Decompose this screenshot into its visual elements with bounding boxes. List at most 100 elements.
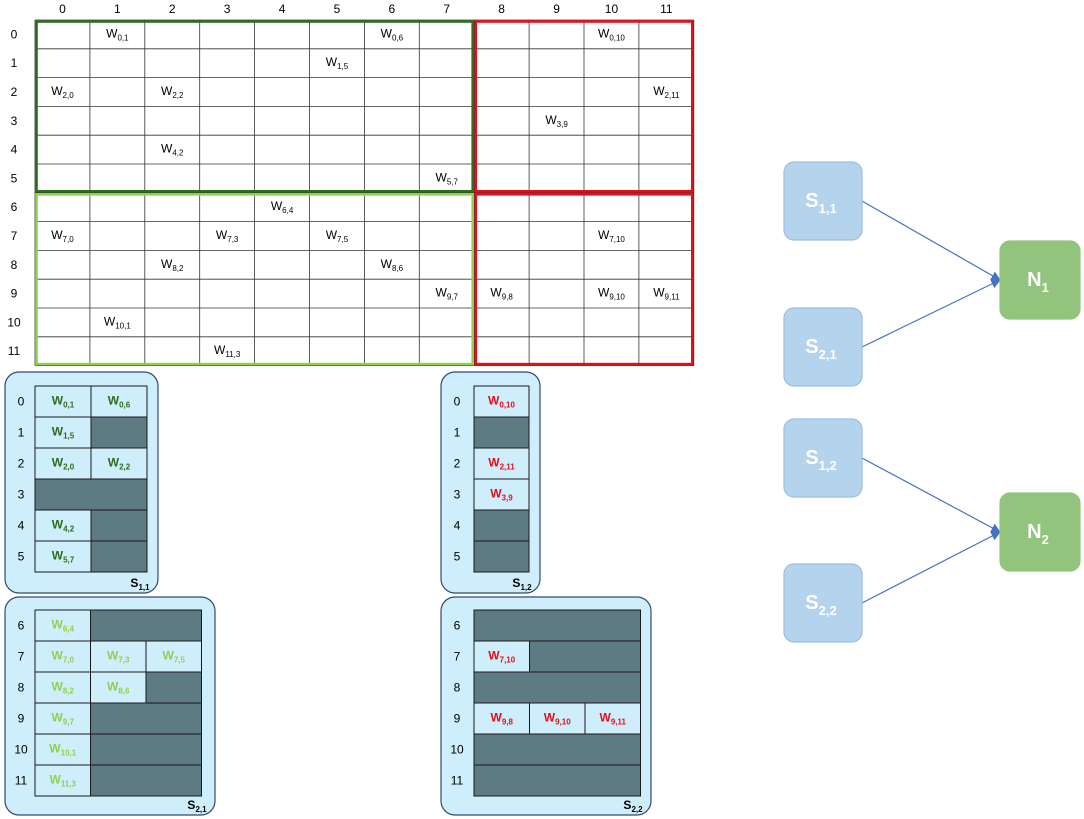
storage-row-label: 7 [18,650,25,664]
weight-entry: W2,0 [51,84,74,100]
storage-row-label: 4 [18,519,25,533]
storage-weight-entry: W9,10 [544,711,571,727]
storage-cell [90,671,147,704]
weight-entry: W9,11 [653,286,680,302]
weight-entry: W4,2 [161,142,184,158]
storage-padding-cell [90,764,202,797]
storage-cell [145,640,202,673]
graph-edge [861,457,1001,533]
weight-entry: W0,6 [381,26,404,42]
storage-row-label: 8 [18,681,25,695]
row-label: 9 [11,287,18,301]
graph-node-s11 [783,161,863,241]
storage-cell [529,702,586,735]
storage-weight-entry: W3,9 [490,487,513,503]
graph-edge [861,279,1001,348]
weight-entry: W0,1 [106,26,129,42]
weight-entry: W11,3 [214,343,241,359]
storage-padding-cell [90,416,148,449]
weight-entry: W3,9 [545,113,568,129]
weight-entry: W8,2 [161,257,184,273]
storage-weight-entry: W9,8 [491,711,514,727]
graph-node-label: N1 [1027,269,1049,295]
weight-entry: W0,10 [598,26,625,42]
storage-weight-entry: W8,2 [52,680,75,696]
storage-weight-entry: W9,7 [52,711,75,727]
storage-cell [90,447,148,480]
storage-panel-label: S1,2 [512,576,532,592]
block-s11-outline [35,20,475,193]
storage-padding-cell [90,509,148,542]
storage-padding-cell [90,733,202,766]
storage-weight-entry: W7,5 [163,649,186,665]
storage-row-label: 3 [454,488,461,502]
storage-row-label: 3 [18,488,25,502]
block-s22-outline [474,193,694,366]
graph-node-label: S2,2 [805,592,836,618]
column-label: 10 [605,2,619,16]
column-label: 9 [553,2,560,16]
storage-panel-label: S1,1 [130,576,150,592]
column-label: 0 [59,2,66,16]
weight-entry: W9,10 [598,286,625,302]
storage-weight-entry: W6,4 [52,618,75,634]
graph-node-label: N2 [1027,521,1049,547]
storage-weight-entry: W2,0 [52,456,75,472]
storage-row-label: 9 [454,712,461,726]
block-s12-outline [474,20,694,193]
storage-padding-cell [145,671,202,704]
storage-cell [34,733,91,766]
storage-weight-entry: W5,7 [52,549,75,565]
column-label: 2 [169,2,176,16]
weight-entry: W10,1 [104,314,131,330]
storage-weight-entry: W1,5 [52,425,75,441]
weight-entry: W9,8 [490,286,513,302]
row-label: 11 [8,344,21,358]
column-label: 8 [498,2,505,16]
storage-row-label: 11 [451,774,464,788]
storage-panel-label: S2,2 [623,798,643,814]
graph-node-label: S2,1 [805,336,836,362]
storage-weight-entry: W10,1 [49,742,76,758]
weight-entry: W8,6 [381,257,404,273]
weight-entry: W5,7 [436,170,459,186]
storage-cell [34,640,91,673]
storage-weight-entry: W7,0 [52,649,75,665]
storage-row-label: 5 [454,550,461,564]
storage-row-label: 4 [454,519,461,533]
storage-cell [34,702,91,735]
storage-padding-cell [90,702,202,735]
graph-node-s12 [783,418,863,498]
row-label: 7 [11,229,18,243]
storage-row-label: 2 [454,457,461,471]
storage-padding-cell [34,478,148,511]
weight-entry: W7,3 [216,228,239,244]
storage-row-label: 5 [18,550,25,564]
storage-row-label: 7 [454,650,461,664]
weight-entry: W9,7 [436,286,459,302]
row-label: 1 [11,56,18,70]
row-label: 3 [11,114,18,128]
storage-padding-cell [473,416,530,449]
storage-weight-entry: W2,2 [108,456,131,472]
storage-row-label: 10 [450,743,464,757]
weight-entry: W2,11 [653,84,680,100]
weight-entry: W2,2 [161,84,184,100]
row-label: 2 [11,85,18,99]
storage-weight-entry: W0,1 [52,394,75,410]
storage-cell [90,640,147,673]
storage-padding-cell [473,609,641,642]
storage-padding-cell [473,671,641,704]
graph-node-s21 [783,307,863,387]
row-label: 6 [11,200,18,214]
storage-cell [584,702,641,735]
column-label: 6 [389,2,396,16]
storage-row-label: 0 [454,395,461,409]
storage-row-label: 11 [15,774,28,788]
